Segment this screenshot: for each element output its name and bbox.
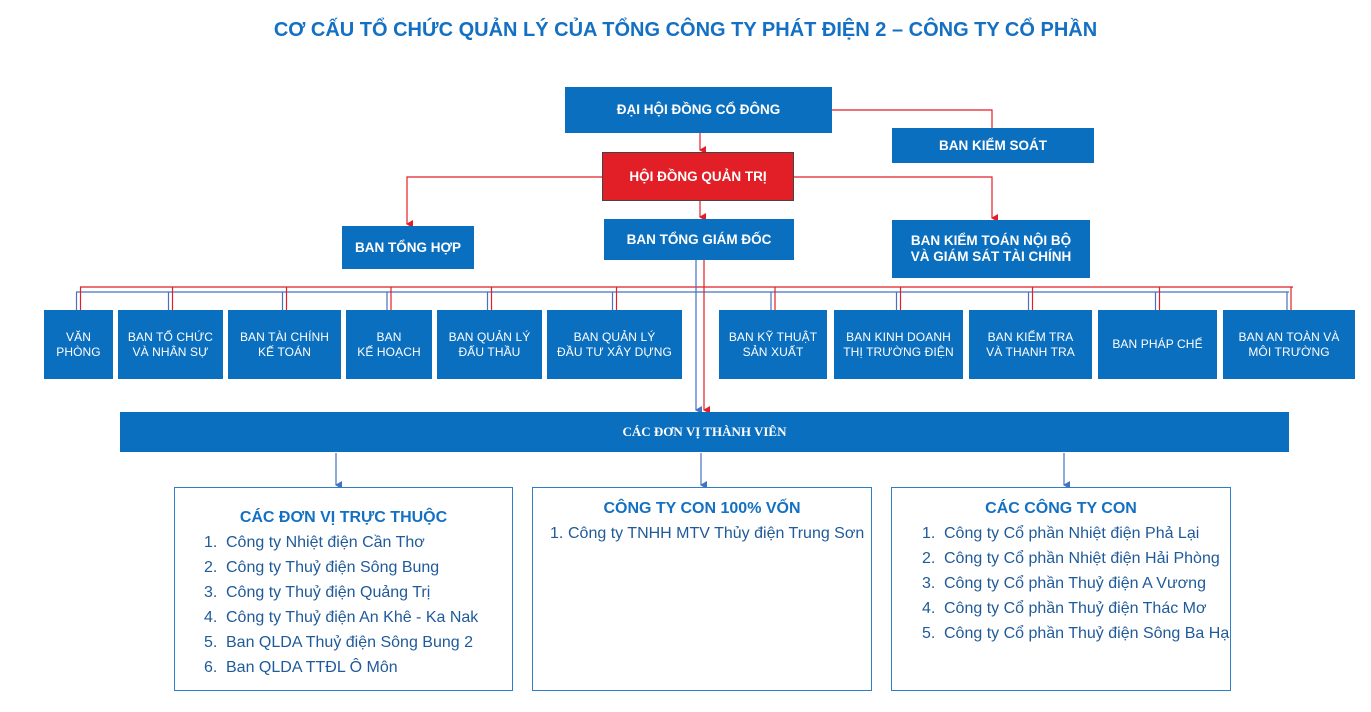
list-item: 1.Công ty Nhiệt điện Cần Thơ (204, 534, 425, 551)
general-affairs-box: BAN TỔNG HỢP (342, 226, 474, 269)
dept-ke-hoach: BAN KẾ HOẠCH (346, 310, 432, 379)
board-box: HỘI ĐỒNG QUẢN TRỊ (602, 152, 794, 201)
list-item: 6.Ban QLDA TTĐL Ô Môn (204, 659, 398, 676)
list-item: 2.Công ty Thuỷ điện Sông Bung (204, 559, 440, 576)
list-item: 3.Công ty Thuỷ điện Quảng Trị (204, 584, 431, 601)
list-item: 3.Công ty Cổ phần Thuỷ điện A Vương (922, 575, 1206, 592)
dept-ky-thuat-san-xuat: BAN KỸ THUẬT SẢN XUẤT (719, 310, 827, 379)
list-item: 1.Công ty Cổ phần Nhiệt điện Phả Lại (922, 525, 1200, 542)
subsidiaries-title: CÁC CÔNG TY CON (985, 500, 1137, 517)
list-item: 1.Công ty TNHH MTV Thủy điện Trung Sơn (550, 525, 865, 542)
dept-van-phong: VĂN PHÒNG (44, 310, 113, 379)
shareholders-box: ĐẠI HỘI ĐỒNG CỔ ĐÔNG (565, 87, 832, 133)
supervisory-box: BAN KIỂM SOÁT (892, 128, 1094, 163)
wholly-owned-title: CÔNG TY CON 100% VỐN (603, 500, 801, 517)
dept-an-toan-moi-truong: BAN AN TOÀN VÀ MÔI TRƯỜNG (1223, 310, 1355, 379)
wholly-owned-list: 1.Công ty TNHH MTV Thủy điện Trung Sơn (550, 521, 864, 546)
list-item: 4.Công ty Thuỷ điện An Khê - Ka Nak (204, 609, 479, 626)
dept-kinh-doanh-thi-truong-dien: BAN KINH DOANH THỊ TRƯỜNG ĐIỆN (834, 310, 963, 379)
dept-phap-che: BAN PHÁP CHẾ (1098, 310, 1217, 379)
audit-box: BAN KIỂM TOÁN NỘI BỘ VÀ GIÁM SÁT TÀI CHÍ… (892, 220, 1090, 278)
wholly-owned-panel: CÔNG TY CON 100% VỐN 1.Công ty TNHH MTV … (532, 487, 872, 691)
dept-kiem-tra-thanh-tra: BAN KIỂM TRA VÀ THANH TRA (969, 310, 1092, 379)
subsidiaries-list: 1.Công ty Cổ phần Nhiệt điện Phả Lại 2.C… (922, 521, 1229, 646)
list-item: 5.Ban QLDA Thuỷ điện Sông Bung 2 (204, 634, 473, 651)
dept-to-chuc-nhan-su: BAN TỔ CHỨC VÀ NHÂN SỰ (118, 310, 223, 379)
member-units-bar: CÁC ĐƠN VỊ THÀNH VIÊN (120, 412, 1289, 452)
list-item: 2.Công ty Cổ phần Nhiệt điện Hải Phòng (922, 550, 1220, 567)
page-title: CƠ CẤU TỔ CHỨC QUẢN LÝ CỦA TỔNG CÔNG TY … (273, 19, 1098, 41)
dependent-units-list: 1.Công ty Nhiệt điện Cần Thơ 2.Công ty T… (204, 530, 478, 680)
ceo-box: BAN TỔNG GIÁM ĐỐC (604, 219, 794, 260)
dept-quan-ly-dau-thau: BAN QUẢN LÝ ĐẤU THẦU (437, 310, 542, 379)
list-item: 5.Công ty Cổ phần Thuỷ điện Sông Ba Hạ (922, 625, 1230, 642)
dependent-units-panel: CÁC ĐƠN VỊ TRỰC THUỘC 1.Công ty Nhiệt đi… (174, 487, 513, 691)
subsidiaries-panel: CÁC CÔNG TY CON 1.Công ty Cổ phần Nhiệt … (891, 487, 1231, 691)
list-item: 4.Công ty Cổ phần Thuỷ điện Thác Mơ (922, 600, 1207, 617)
dept-quan-ly-dau-tu-xay-dung: BAN QUẢN LÝ ĐẦU TƯ XÂY DỰNG (547, 310, 682, 379)
dependent-units-title: CÁC ĐƠN VỊ TRỰC THUỘC (239, 509, 448, 526)
dept-tai-chinh-ke-toan: BAN TÀI CHÍNH KẾ TOÁN (228, 310, 341, 379)
